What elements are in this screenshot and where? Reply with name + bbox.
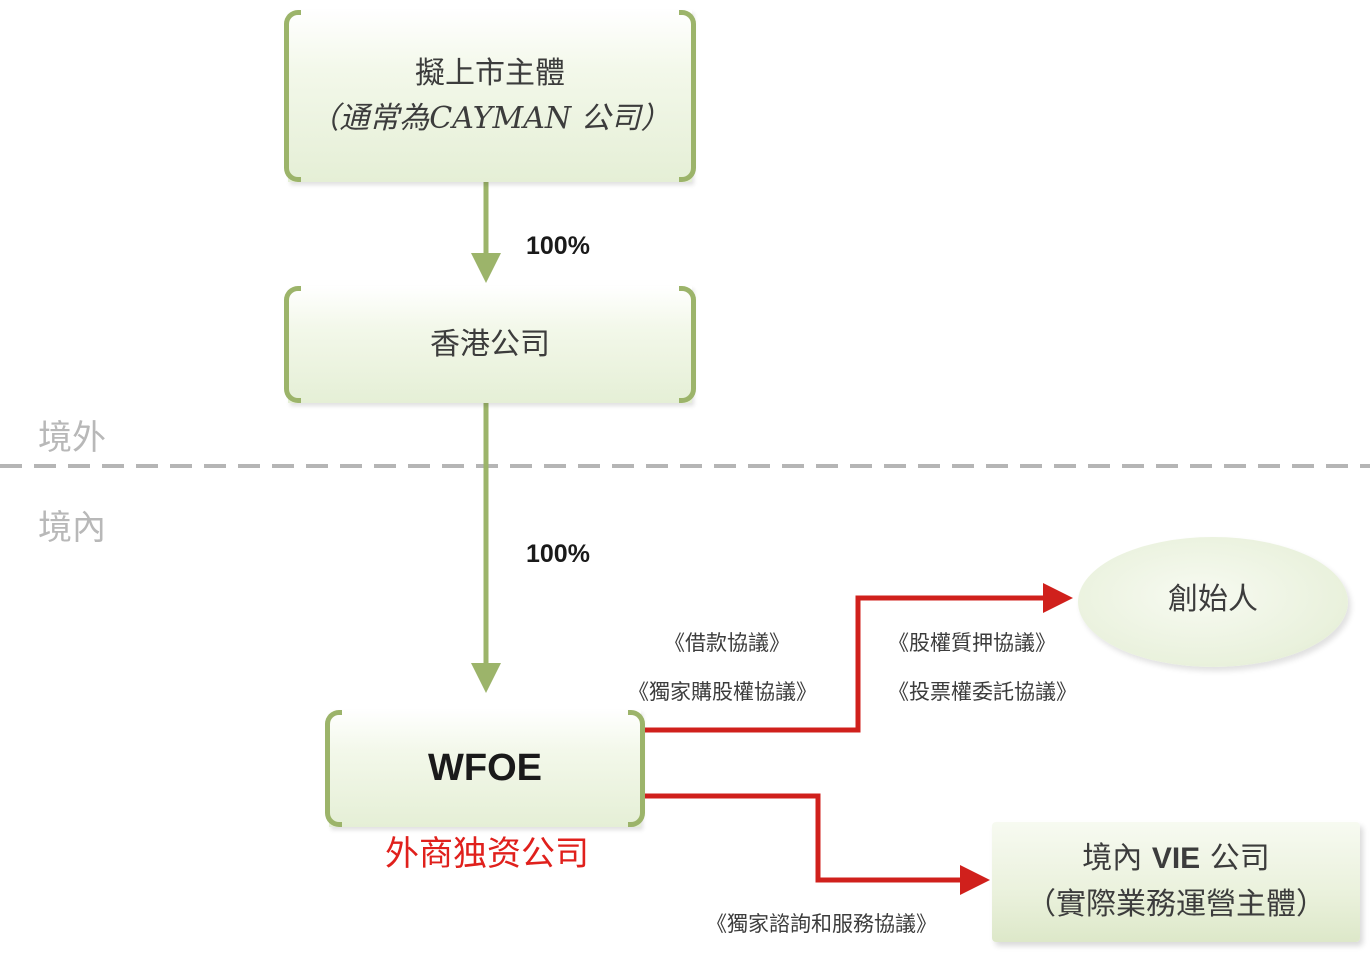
agreement-voting-proxy: 《投票權委託協議》 bbox=[888, 680, 1077, 704]
agreement-equity-pledge: 《股權質押協議》 bbox=[888, 631, 1056, 655]
vie-company-subtitle: （實際業務運營主體） bbox=[1026, 887, 1326, 922]
region-label-offshore: 境外 bbox=[38, 418, 106, 458]
arrow-wfoe-to-vie bbox=[644, 793, 990, 895]
agreement-loan: 《借款協議》 bbox=[664, 631, 790, 655]
vie-title-prefix: 境內 bbox=[1082, 840, 1152, 876]
ownership-pct-top: 100% bbox=[526, 232, 590, 260]
hk-company-box: 香港公司 bbox=[284, 286, 696, 403]
agreement-exclusive-consulting: 《獨家諮詢和服務協議》 bbox=[706, 912, 937, 936]
agreement-exclusive-purchase: 《獨家購股權協議》 bbox=[628, 680, 817, 704]
box-bracket-left bbox=[325, 710, 342, 827]
box-bracket-right bbox=[679, 286, 696, 403]
wfoe-title: WFOE bbox=[428, 747, 542, 789]
arrow-wfoe-to-founder bbox=[644, 583, 1073, 733]
vie-title-suffix: 公司 bbox=[1200, 840, 1270, 876]
box-bracket-left bbox=[284, 286, 301, 403]
wfoe-box: WFOE bbox=[325, 710, 645, 827]
listing-entity-title: 擬上市主體 bbox=[415, 56, 565, 91]
region-label-onshore: 境內 bbox=[38, 508, 106, 548]
founder-oval: 創始人 bbox=[1078, 537, 1348, 667]
founder-title: 創始人 bbox=[1168, 582, 1258, 617]
ownership-pct-bottom: 100% bbox=[526, 540, 590, 568]
box-bracket-right bbox=[628, 710, 645, 827]
hk-company-title: 香港公司 bbox=[430, 327, 550, 362]
listing-entity-subtitle: （通常為CAYMAN 公司） bbox=[309, 101, 671, 136]
wfoe-caption: 外商独资公司 bbox=[385, 834, 589, 874]
box-bracket-right bbox=[679, 10, 696, 182]
box-bracket-left bbox=[284, 10, 301, 182]
vie-title-vie: VIE bbox=[1151, 841, 1201, 875]
vie-company-box: 境內 VIE 公司 （實際業務運營主體） bbox=[992, 822, 1360, 942]
listing-entity-box: 擬上市主體 （通常為CAYMAN 公司） bbox=[284, 10, 696, 182]
vie-company-title: 境內 VIE 公司 bbox=[1082, 836, 1269, 883]
